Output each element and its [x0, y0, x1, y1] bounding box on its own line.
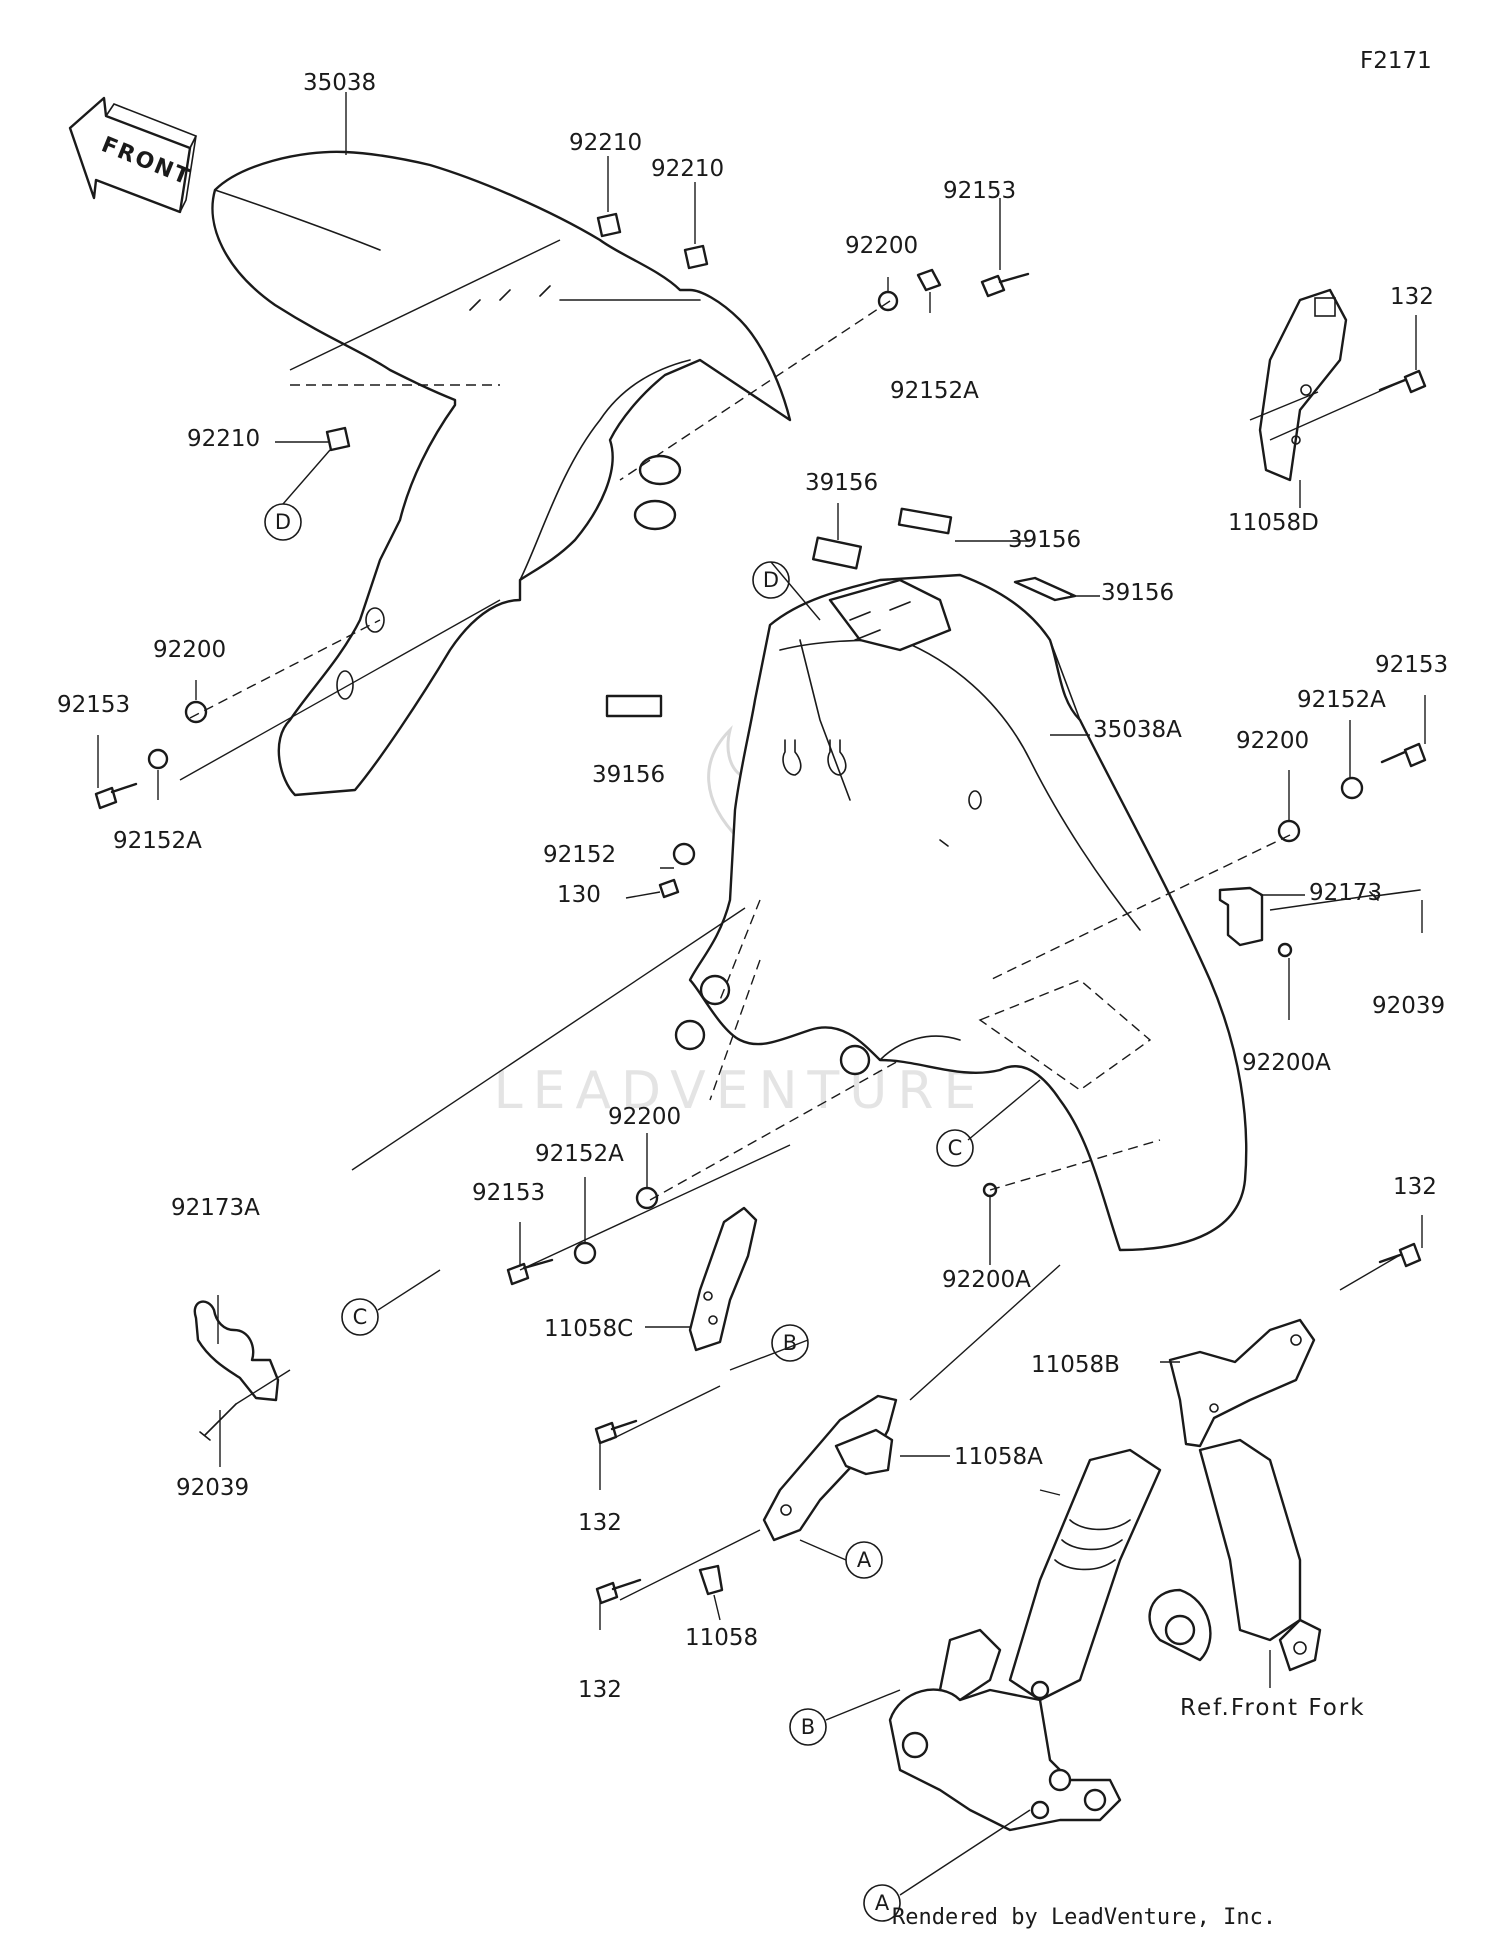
- callout-11058c: 11058C: [544, 1316, 633, 1342]
- callout-92152: 92152: [543, 842, 616, 868]
- callout-92153-d: 92153: [472, 1180, 545, 1206]
- callout-35038a: 35038A: [1093, 717, 1182, 743]
- reference-marker-c-2: C: [353, 1305, 368, 1329]
- bracket-11058b: [1168, 1318, 1316, 1448]
- callout-92200-a: 92200: [845, 233, 918, 259]
- callout-11058: 11058: [685, 1625, 758, 1651]
- callout-39156-a: 39156: [805, 470, 878, 496]
- callout-132-d: 132: [578, 1677, 622, 1703]
- bracket-11058c: [688, 1206, 758, 1352]
- callout-92210-b: 92210: [651, 156, 724, 182]
- reference-marker-a-1: A: [857, 1548, 872, 1572]
- callout-92200a-b: 92200A: [942, 1267, 1031, 1293]
- front-fender-35038: [211, 150, 792, 797]
- stickers-39156: [605, 507, 1077, 718]
- front-direction-arrow: FRONT: [68, 96, 198, 214]
- callout-132-c: 132: [1393, 1174, 1437, 1200]
- brackets: [193, 288, 1348, 1596]
- callout-92152a-c: 92152A: [1297, 687, 1386, 713]
- callout-92200-b: 92200: [153, 637, 226, 663]
- diagram-code: F2171: [1360, 48, 1432, 74]
- leader-lines: [97, 92, 1426, 1688]
- reference-marker-d-1: D: [275, 510, 291, 534]
- callout-132-a: 132: [1390, 284, 1434, 310]
- reference-marker-c-1: C: [948, 1136, 963, 1160]
- connector-lines: [179, 239, 1406, 1601]
- bracket-11058d: [1258, 288, 1348, 482]
- callout-92200a-a: 92200A: [1242, 1050, 1331, 1076]
- callout-92039-b: 92039: [176, 1475, 249, 1501]
- callout-132-b: 132: [578, 1510, 622, 1536]
- callout-39156-d: 39156: [592, 762, 665, 788]
- fork-reference-label: Ref.Front Fork: [1180, 1695, 1366, 1721]
- reference-marker-a-2: A: [875, 1891, 890, 1915]
- fender-clips: [782, 739, 847, 776]
- callout-92173: 92173: [1309, 880, 1382, 906]
- credit-text: Rendered by LeadVenture, Inc.: [892, 1905, 1276, 1930]
- callout-92200-c: 92200: [1236, 728, 1309, 754]
- bracket-92173a: [193, 1300, 280, 1402]
- bracket-11058a: [762, 1394, 898, 1542]
- reference-marker-d-2: D: [763, 568, 779, 592]
- bracket-92173: [1218, 886, 1264, 947]
- reference-marker-b-1: B: [783, 1331, 797, 1355]
- assembly-lines: [189, 300, 1291, 1201]
- callout-39156-b: 39156: [1008, 527, 1081, 553]
- callout-11058d: 11058D: [1228, 510, 1319, 536]
- callout-92152a-b: 92152A: [113, 828, 202, 854]
- callout-92210-a: 92210: [569, 130, 642, 156]
- callout-11058a: 11058A: [954, 1444, 1043, 1470]
- callout-92153-b: 92153: [57, 692, 130, 718]
- sticker-3: [1013, 576, 1077, 602]
- callout-92210-c: 92210: [187, 426, 260, 452]
- front-fork: [888, 1438, 1322, 1832]
- watermark: LEADVENTURE: [494, 687, 987, 1121]
- callout-92152a-d: 92152A: [535, 1141, 624, 1167]
- callouts: 35038 92210 92210 92153 92200 92152A 132…: [57, 70, 1448, 1703]
- bracket-11058: [698, 1564, 724, 1596]
- callout-92200-d: 92200: [608, 1104, 681, 1130]
- callout-35038: 35038: [303, 70, 376, 96]
- reference-markers: D D C C B A B A: [264, 449, 1041, 1922]
- watermark-text: LEADVENTURE: [494, 1061, 987, 1121]
- callout-11058b: 11058B: [1031, 1352, 1120, 1378]
- sticker-2: [897, 507, 953, 535]
- callout-92039-a: 92039: [1372, 993, 1445, 1019]
- fender-35038a: [674, 573, 1248, 1252]
- sticker-4: [605, 694, 663, 718]
- callout-92152a-a: 92152A: [890, 378, 979, 404]
- callout-130: 130: [557, 882, 601, 908]
- reference-marker-b-2: B: [801, 1715, 815, 1739]
- callout-92173a: 92173A: [171, 1195, 260, 1221]
- callout-39156-c: 39156: [1101, 580, 1174, 606]
- callout-92153-a: 92153: [943, 178, 1016, 204]
- sticker-1: [811, 536, 863, 570]
- callout-92153-c: 92153: [1375, 652, 1448, 678]
